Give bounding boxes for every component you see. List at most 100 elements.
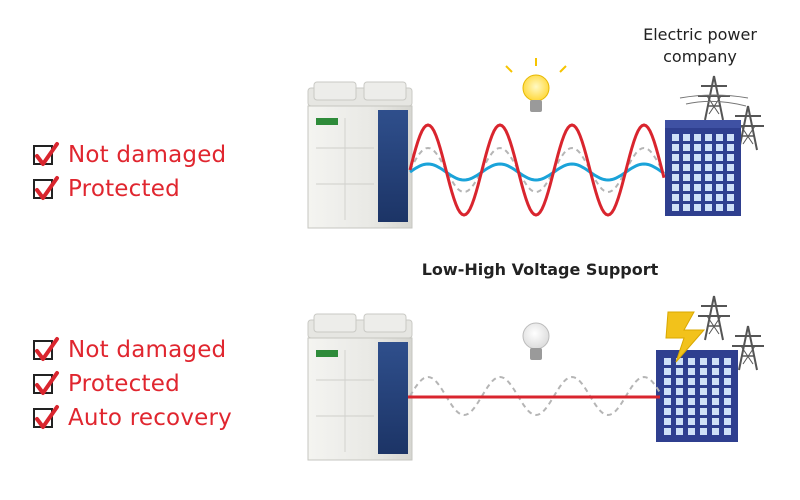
building-window xyxy=(676,408,683,415)
building-window xyxy=(688,368,695,375)
building-window xyxy=(664,358,671,365)
building-window xyxy=(716,134,723,141)
section-title: Low-High Voltage Support xyxy=(421,260,659,279)
top-low-voltage-wave xyxy=(409,162,665,182)
building-window xyxy=(683,194,690,201)
building-window xyxy=(688,378,695,385)
building-window xyxy=(694,174,701,181)
building-window xyxy=(688,408,695,415)
check-label: Not damaged xyxy=(68,142,227,168)
building-window xyxy=(700,408,707,415)
top-tower-left xyxy=(697,75,731,121)
building-window xyxy=(694,134,701,141)
building-window xyxy=(672,164,679,171)
building-window xyxy=(676,418,683,425)
building-window xyxy=(716,184,723,191)
building-window xyxy=(712,418,719,425)
building-window xyxy=(724,398,731,405)
lightning-icon xyxy=(665,311,706,363)
building-window xyxy=(727,174,734,181)
building-window xyxy=(683,174,690,181)
building-window xyxy=(688,358,695,365)
check-label: Not damaged xyxy=(68,337,227,363)
building-window xyxy=(664,418,671,425)
building-window xyxy=(712,428,719,435)
building-window xyxy=(712,388,719,395)
building-window xyxy=(700,378,707,385)
building-window xyxy=(664,378,671,385)
building-window xyxy=(705,174,712,181)
building-window xyxy=(705,154,712,161)
bottom-checklist: Not damaged Protected Auto recovery xyxy=(30,333,232,435)
building-window xyxy=(727,204,734,211)
building-window xyxy=(727,184,734,191)
building-window xyxy=(724,368,731,375)
bottom-bulb-icon xyxy=(522,322,550,360)
bottom-reference-wave xyxy=(409,375,661,417)
building-window xyxy=(724,408,731,415)
building-window xyxy=(694,144,701,151)
building-window xyxy=(683,164,690,171)
building-window xyxy=(664,428,671,435)
building-window xyxy=(683,134,690,141)
building-window xyxy=(676,398,683,405)
building-window xyxy=(700,398,707,405)
building-window xyxy=(727,154,734,161)
checkbox-icon xyxy=(33,405,59,429)
building-window xyxy=(694,164,701,171)
building-window xyxy=(688,388,695,395)
building-window xyxy=(664,388,671,395)
building-window xyxy=(727,144,734,151)
top-check-protected: Protected xyxy=(30,172,226,206)
building-window xyxy=(664,368,671,375)
top-check-not-damaged: Not damaged xyxy=(30,138,226,172)
building-window xyxy=(724,358,731,365)
building-window xyxy=(712,398,719,405)
building-window xyxy=(700,358,707,365)
building-window xyxy=(727,134,734,141)
building-window xyxy=(716,144,723,151)
building-window xyxy=(700,368,707,375)
building-window xyxy=(683,204,690,211)
building-window xyxy=(724,378,731,385)
bottom-ac-unit xyxy=(307,313,413,461)
building-window xyxy=(712,378,719,385)
check-label: Protected xyxy=(68,176,180,202)
building-window xyxy=(716,194,723,201)
building-window xyxy=(716,154,723,161)
building-window xyxy=(716,174,723,181)
building-window xyxy=(688,418,695,425)
building-window xyxy=(664,398,671,405)
building-window xyxy=(688,398,695,405)
top-bulb-icon xyxy=(505,58,567,112)
bottom-check-not-damaged: Not damaged xyxy=(30,333,232,367)
bottom-check-protected: Protected xyxy=(30,367,232,401)
building-window xyxy=(676,368,683,375)
top-high-voltage-wave xyxy=(408,123,666,217)
top-building-icon xyxy=(665,75,765,216)
checkbox-icon xyxy=(33,337,59,361)
building-window xyxy=(716,164,723,171)
building-window xyxy=(694,154,701,161)
building-window xyxy=(700,418,707,425)
building-window xyxy=(672,194,679,201)
building-window xyxy=(705,204,712,211)
checkbox-icon xyxy=(33,371,59,395)
check-label: Protected xyxy=(68,371,180,397)
building-window xyxy=(676,428,683,435)
building-window xyxy=(705,164,712,171)
building-window xyxy=(694,194,701,201)
building-window xyxy=(688,428,695,435)
building-window xyxy=(705,184,712,191)
checkbox-icon xyxy=(33,176,59,200)
building-window xyxy=(672,184,679,191)
building-window xyxy=(724,418,731,425)
top-ac-unit xyxy=(307,81,413,229)
building-window xyxy=(705,134,712,141)
building-window xyxy=(705,144,712,151)
building-window xyxy=(700,428,707,435)
building-window xyxy=(683,154,690,161)
check-label: Auto recovery xyxy=(68,405,232,431)
power-company-label: Electric power company xyxy=(643,25,757,66)
